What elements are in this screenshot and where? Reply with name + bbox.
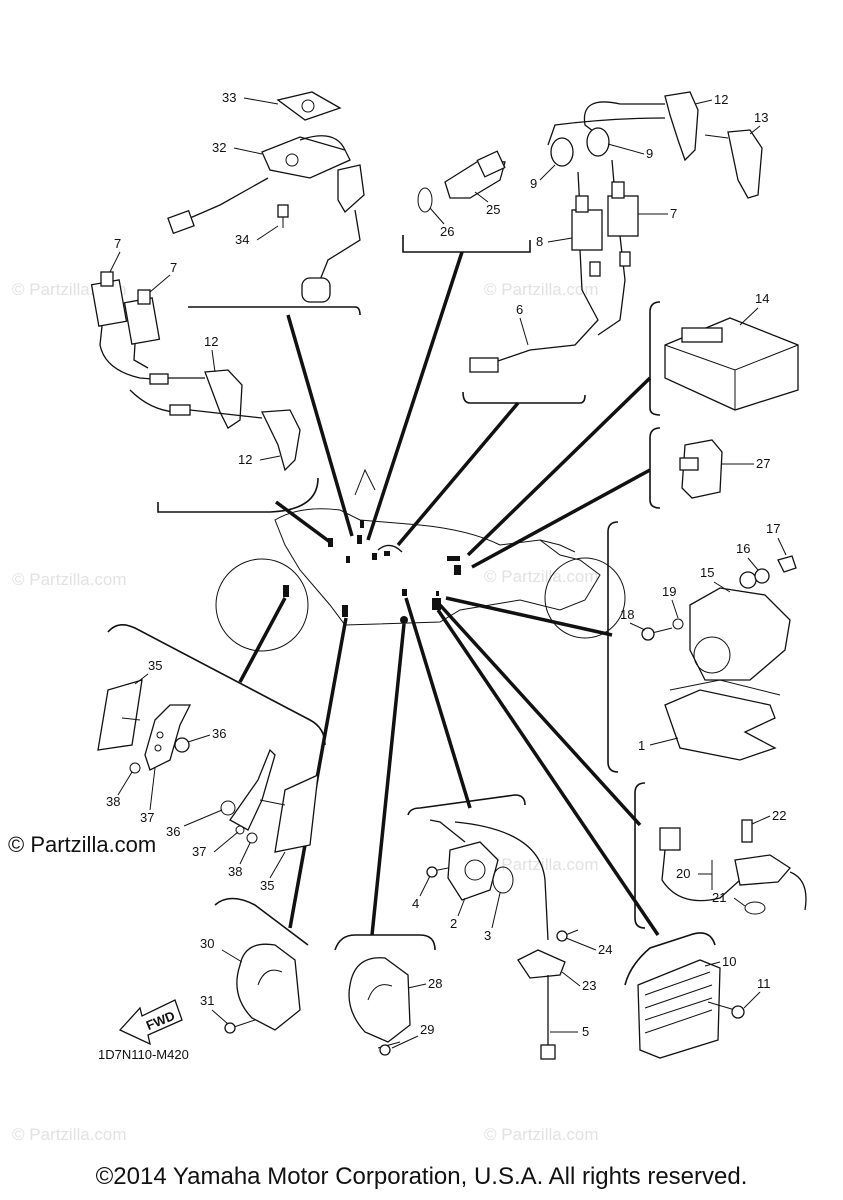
callout-29: 29	[420, 1022, 434, 1037]
callout-30: 30	[200, 936, 214, 951]
callout-35-b: 35	[260, 878, 274, 893]
callout-9-a: 9	[530, 176, 537, 191]
callout-21: 21	[712, 890, 726, 905]
callout-17: 17	[766, 521, 780, 536]
watermark-layer: © Partzilla.com © Partzilla.com © Partzi…	[12, 280, 599, 1144]
callout-7-a: 7	[114, 236, 121, 251]
callout-18: 18	[620, 607, 634, 622]
callout-38-a: 38	[106, 794, 120, 809]
callout-38-b: 38	[228, 864, 242, 879]
callout-27: 27	[756, 456, 770, 471]
callout-9-b: 9	[646, 146, 653, 161]
callout-13: 13	[754, 110, 768, 125]
leader-lines	[238, 251, 660, 936]
callout-1: 1	[638, 738, 645, 753]
watermark: © Partzilla.com	[484, 567, 599, 586]
callout-labels: 33 32 34 7 7 12 12 26 25 12 13 9 9 8 7 6…	[106, 90, 786, 1049]
clamp-group	[517, 929, 579, 1060]
connector-markers	[283, 520, 461, 624]
copyright-notice: ©2014 Yamaha Motor Corporation, U.S.A. A…	[95, 1163, 748, 1190]
pickup-sensor-group	[426, 819, 549, 941]
watermark: © Partzilla.com	[484, 280, 599, 299]
callout-12-c: 12	[714, 92, 728, 107]
partzilla-watermark: © Partzilla.com	[8, 832, 157, 857]
callout-28: 28	[428, 976, 442, 991]
horn-center-group	[348, 957, 411, 1056]
callout-31: 31	[200, 993, 214, 1008]
watermark: © Partzilla.com	[12, 570, 127, 589]
callout-4: 4	[412, 896, 419, 911]
callout-15: 15	[700, 565, 714, 580]
throttle-sensor-group	[641, 555, 797, 761]
watermark: © Partzilla.com	[484, 1125, 599, 1144]
callout-3: 3	[484, 928, 491, 943]
callout-33: 33	[222, 90, 236, 105]
callout-36-b: 36	[166, 824, 180, 839]
callout-19: 19	[662, 584, 676, 599]
sensor-group	[417, 150, 506, 213]
fuel-sender-group	[167, 91, 365, 303]
motorcycle-silhouette	[215, 468, 626, 652]
speed-sensor-group	[659, 819, 807, 915]
callout-32: 32	[212, 140, 226, 155]
callout-36-a: 36	[212, 726, 226, 741]
bracket-group	[97, 679, 319, 853]
callout-37-a: 37	[140, 810, 154, 825]
callout-12-b: 12	[238, 452, 252, 467]
callout-7-c: 7	[670, 206, 677, 221]
callout-2: 2	[450, 916, 457, 931]
ecu-group	[664, 317, 799, 411]
callout-8: 8	[536, 234, 543, 249]
callout-26: 26	[440, 224, 454, 239]
horn-left-group	[224, 943, 301, 1034]
callout-34: 34	[235, 232, 249, 247]
callout-5: 5	[582, 1024, 589, 1039]
ignition-coils-right	[469, 91, 763, 373]
callout-24: 24	[598, 942, 612, 957]
callout-22: 22	[772, 808, 786, 823]
callout-7-b: 7	[170, 260, 177, 275]
relay-group	[679, 439, 723, 499]
callout-12-a: 12	[204, 334, 218, 349]
callout-14: 14	[755, 291, 769, 306]
callout-16: 16	[736, 541, 750, 556]
callout-23: 23	[582, 978, 596, 993]
callout-11: 11	[757, 976, 771, 991]
regulator-group	[637, 959, 745, 1059]
group-brackets	[107, 235, 716, 986]
callout-6: 6	[516, 302, 523, 317]
callout-35-a: 35	[148, 658, 162, 673]
forward-arrow: FWD	[118, 999, 183, 1046]
callout-37-b: 37	[192, 844, 206, 859]
diagram-reference-code: 1D7N110-M420	[98, 1047, 189, 1062]
ignition-coils-left	[90, 271, 301, 472]
callout-10: 10	[722, 954, 736, 969]
watermark: © Partzilla.com	[12, 1125, 127, 1144]
callout-20: 20	[676, 866, 690, 881]
callout-25: 25	[486, 202, 500, 217]
